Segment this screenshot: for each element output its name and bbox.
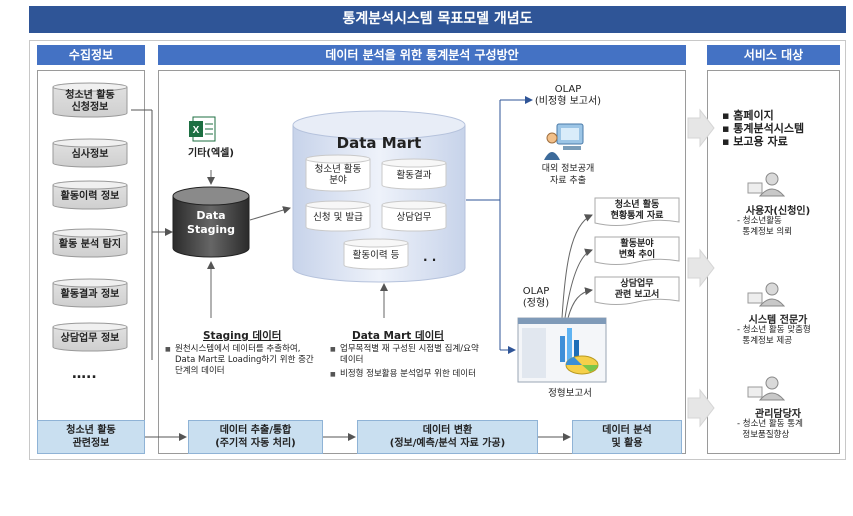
source-cylinder: 활동이력 정보 [52, 180, 128, 210]
persona-title-user: 사용자(신청인) [745, 206, 811, 217]
datamart-item: 청소년 활동 분야 [305, 154, 371, 192]
datamart-to-olap-arrows [466, 96, 533, 354]
svg-text:X: X [193, 125, 200, 136]
service-list: ▪ 홈페이지 ▪ 통계분석시스템 ▪ 보고용 자료 [722, 109, 804, 148]
page-title: 통계분석시스템 목표모델 개념도 [29, 6, 846, 33]
computer-user-icon [544, 123, 584, 160]
left-column-box [37, 70, 145, 454]
source-label: 활동이력 정보 [60, 190, 120, 202]
source-label: 활동 분석 탐지 [58, 238, 122, 250]
persona-desc-user: - 청소년활동 통계정보 의뢰 [737, 216, 793, 237]
excel-label: 기타(엑셀) [188, 148, 234, 159]
datamart-item-label: 상담업무 [396, 212, 432, 223]
datamart-ellipsis: . . [423, 250, 437, 264]
datamart-bullet: 비정형 정보활용 분석업무 위한 데이터 [330, 369, 480, 380]
olap-unstructured-title: OLAP (비정형 보고서) [534, 84, 602, 107]
olap-structured-title: OLAP (정형) [522, 286, 550, 309]
flow-transform-box: 데이터 변환 (정보/예측/분석 자료 가공) [357, 420, 538, 454]
staging-cylinder [172, 186, 250, 258]
staging-bullets: 원천시스템에서 데이터를 추출하여, Data Mart로 Loading하기 … [165, 344, 315, 380]
report-screen-icon [517, 317, 607, 383]
service-item: ▪ 홈페이지 [722, 109, 774, 122]
persona-title-expert: 시스템 전문가 [748, 315, 808, 326]
source-label: 청소년 활동 신청정보 [65, 89, 115, 113]
staging-bullet: 원천시스템에서 데이터를 추출하여, Data Mart로 Loading하기 … [165, 344, 315, 377]
center-column-header: 데이터 분석을 위한 통계분석 구성방안 [158, 45, 686, 65]
excel-icon: X [189, 116, 216, 142]
expert-person-icon [747, 282, 786, 307]
source-label: 활동결과 정보 [60, 288, 120, 300]
flow-extract-box: 데이터 추출/통합 (주기적 자동 처리) [188, 420, 323, 454]
source-cylinder: 상담업무 정보 [52, 322, 128, 352]
source-to-staging-arrows [131, 109, 173, 360]
staging-caption: Staging 데이터 [203, 330, 282, 342]
datamart-bullets: 업무목적별 재 구성된 시점별 집계/요약데이터 비정형 정보활용 분석업무 위… [330, 344, 480, 383]
source-cylinder: 심사정보 [52, 138, 128, 168]
olap-unstructured-caption: 대외 정보공개 자료 추출 [541, 164, 595, 186]
datamart-caption: Data Mart 데이터 [352, 330, 444, 342]
report-document: 상담업무 관련 보고서 [594, 276, 680, 306]
datamart-item: 활동이력 등 [343, 238, 409, 270]
datamart-item: 활동결과 [381, 158, 447, 190]
source-label: 심사정보 [71, 148, 109, 160]
persona-desc-manager: - 청소년 활동 통계 정보품질향상 [737, 419, 803, 440]
datamart-bullet: 업무목적별 재 구성된 시점별 집계/요약데이터 [330, 344, 480, 366]
staging-label: Data Staging [187, 209, 235, 236]
datamart-item-label: 활동결과 [396, 170, 432, 181]
report-label: 상담업무 관련 보고서 [614, 278, 660, 300]
diagram-frame [29, 40, 846, 460]
datamart-item: 신청 및 발급 [305, 200, 371, 232]
datamart-item: 상담업무 [381, 200, 447, 232]
persona-title-manager: 관리담당자 [755, 409, 801, 420]
source-cylinder: 활동결과 정보 [52, 278, 128, 308]
datamart-title: Data Mart [336, 134, 422, 152]
right-column-header: 서비스 대상 [707, 45, 840, 65]
source-cylinder: 활동 분석 탐지 [52, 228, 128, 258]
olap-structured-caption: 정형보고서 [548, 388, 592, 399]
datamart-item-label: 신청 및 발급 [313, 212, 363, 223]
report-document: 청소년 활동 현황통계 자료 [594, 197, 680, 227]
report-label: 청소년 활동 현황통계 자료 [610, 199, 664, 221]
source-label: 상담업무 정보 [60, 332, 120, 344]
sources-more: ….. [72, 366, 97, 382]
service-item: ▪ 보고용 자료 [722, 135, 788, 148]
report-document: 활동분야 변화 추이 [594, 236, 680, 266]
datamart-item-label: 청소년 활동 분야 [314, 163, 362, 186]
report-label: 활동분야 변화 추이 [618, 238, 656, 260]
user-person-icon [747, 172, 786, 197]
olap-to-report-arrows [561, 214, 593, 319]
service-chevrons [687, 108, 715, 428]
left-column-header: 수집정보 [37, 45, 145, 65]
source-footer-box: 청소년 활동 관련정보 [37, 420, 145, 454]
source-cylinder: 청소년 활동 신청정보 [52, 82, 128, 118]
datamart-item-label: 활동이력 등 [352, 250, 400, 261]
flow-analyze-box: 데이터 분석 및 활용 [572, 420, 682, 454]
persona-desc-expert: - 청소년 활동 맞춤형 통계정보 제공 [737, 325, 811, 346]
manager-person-icon [747, 376, 786, 401]
service-item: ▪ 통계분석시스템 [722, 122, 805, 135]
